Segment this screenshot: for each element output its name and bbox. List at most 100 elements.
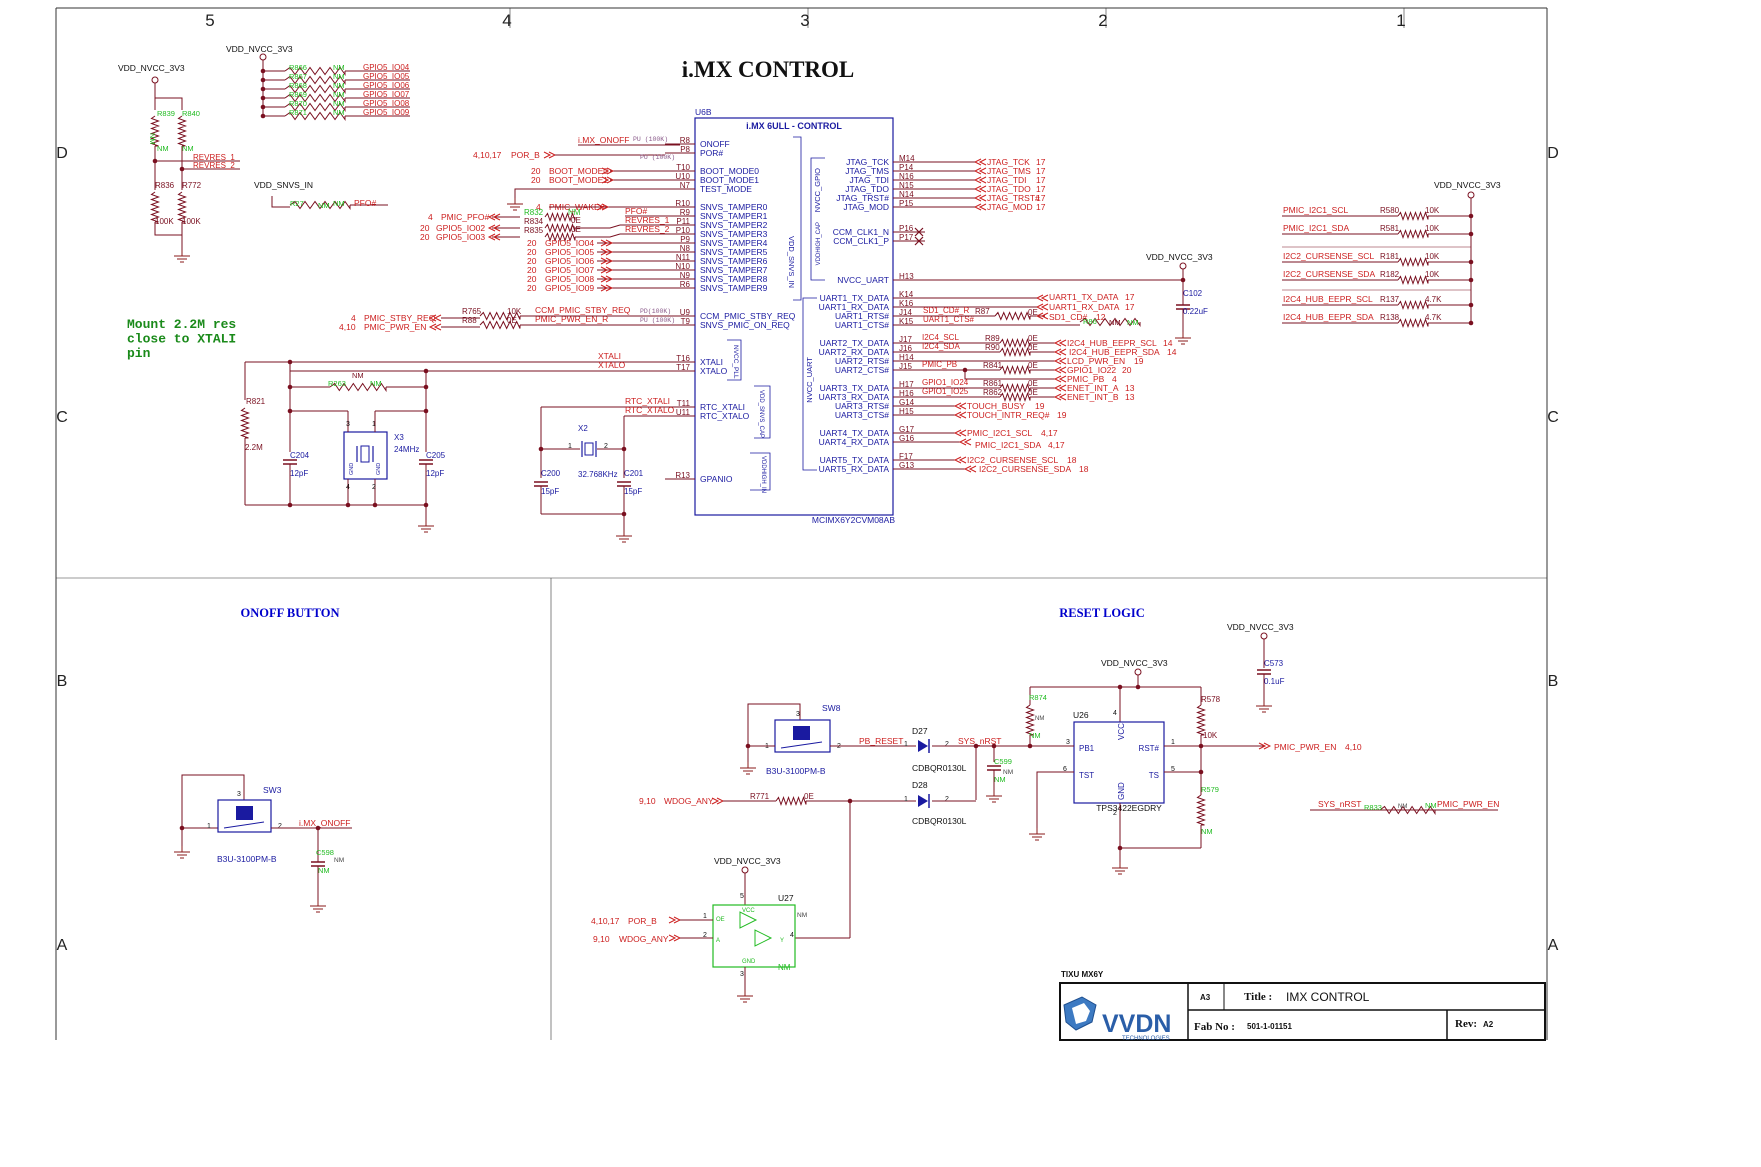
net-arrow-icon: [1058, 348, 1067, 356]
gpio-nm-resistor: [284, 75, 346, 86]
junction-dot: [423, 368, 429, 374]
net-label: JTAG_TDO: [987, 184, 1031, 194]
net-arrow-icon: [600, 248, 609, 256]
ic-pin-number: H16: [899, 389, 914, 398]
net-arrow-icon: [1053, 348, 1062, 356]
resistor-value: 100K: [155, 217, 174, 226]
diode-part: CDBQR0130L: [912, 763, 967, 773]
page-ref: 17: [1036, 184, 1046, 194]
ic-pin-number: U9: [680, 308, 691, 317]
resistor-ref: R869: [289, 90, 307, 99]
ic-pin-name: SNVS_TAMPER5: [700, 247, 768, 257]
resistor-ref: R182: [1380, 270, 1400, 279]
capacitor-ref: C599: [994, 757, 1012, 766]
ic-inner-label: NVCC_UART: [805, 357, 814, 403]
net-arrow-icon: [428, 314, 437, 322]
net-arrow-icon: [601, 203, 610, 211]
page-ref: 17: [1036, 166, 1046, 176]
resistor-value: NM: [333, 108, 345, 117]
net-arrow-icon: [605, 239, 614, 247]
frame-row-label: B: [57, 673, 68, 690]
ic-pin-name: OE: [716, 917, 725, 923]
power-port-ring: [741, 866, 749, 874]
ground-symbol: [1029, 828, 1045, 841]
net-label: POR_B: [511, 150, 540, 160]
ic-pin-number: G14: [899, 398, 915, 407]
junction-dot: [260, 68, 266, 74]
ic-pin-number: F17: [899, 452, 913, 461]
page-ref: 4,17: [1048, 440, 1065, 450]
resistor-ref: R833: [1364, 803, 1382, 812]
ic-pin-name: UART5_TX_DATA: [820, 455, 890, 465]
net-label: PMIC_I2C1_SCL: [967, 428, 1032, 438]
pin-number: 3: [346, 421, 350, 428]
net-arrow-icon: [605, 266, 614, 274]
ground-symbol: [1112, 862, 1128, 875]
frame-row-label: C: [56, 409, 68, 426]
wire: [925, 269, 1184, 281]
ic-pin-name: UART2_TX_DATA: [820, 338, 890, 348]
net-arrow-icon: [487, 224, 496, 232]
resistor-ref: R86: [1083, 317, 1097, 326]
pin-number: 1: [904, 796, 908, 803]
page-ref: 14: [1167, 347, 1177, 357]
ic-pin-name: PB1: [1079, 744, 1095, 753]
net-label: REVRES_1: [193, 153, 235, 162]
pin-number: 5: [1171, 766, 1175, 773]
page-ref: 17: [1036, 193, 1046, 203]
ic-pin-number: T9: [681, 317, 691, 326]
resistor-ref: R765: [462, 307, 482, 316]
u27-ic-body: [712, 904, 796, 968]
ic-pin-name: JTAG_MOD: [843, 202, 889, 212]
resistor-value: 0E: [507, 316, 517, 325]
net-arrow-icon: [1058, 375, 1067, 383]
junction-dot: [345, 502, 351, 508]
pin-label: GND: [376, 463, 382, 475]
ic-pin-number: G17: [899, 425, 915, 434]
pin-number: 5: [740, 893, 744, 900]
net-arrow-icon: [668, 916, 677, 924]
ic-pin-number: R10: [675, 199, 690, 208]
net-label: PFO#: [625, 206, 647, 216]
ic-pin-number: G13: [899, 461, 915, 470]
design-note: pin: [127, 346, 151, 361]
resistor-ref: R866: [289, 63, 307, 72]
net-arrow-icon: [1058, 393, 1067, 401]
ic-pin-name: UART2_RTS#: [835, 356, 889, 366]
resistor-ref: R27: [290, 199, 304, 208]
net-label: UART1_RX_DATA: [1049, 302, 1120, 312]
net-arrow-icon: [958, 402, 967, 410]
page-ref: 20: [527, 283, 537, 293]
gpio-nm-resistor: [284, 66, 346, 77]
net-arrow-icon: [978, 167, 987, 175]
page-ref: 17: [1125, 302, 1135, 312]
net-arrow-icon: [605, 257, 614, 265]
vvdn-logo: [1063, 996, 1097, 1031]
ic-pin-number: R6: [680, 280, 691, 289]
resistor-value: NM: [352, 371, 364, 380]
junction-dot: [1468, 277, 1474, 283]
ic-pin-name: XTALO: [700, 366, 728, 376]
net-arrow-icon: [600, 284, 609, 292]
page-ref: 20: [420, 223, 430, 233]
r263: [329, 382, 387, 393]
net-arrow-icon: [600, 266, 609, 274]
net-label: i.MX_ONOFF: [299, 818, 350, 828]
page-ref: 4,17: [1041, 428, 1058, 438]
net-label: I2C4_SCL: [922, 333, 959, 342]
page-ref: 19: [1057, 410, 1067, 420]
power-rail-label: VDD_NVCC_3V3: [1434, 180, 1501, 190]
junction-dot: [621, 511, 627, 517]
capacitor-ref: C205: [426, 451, 446, 460]
ic-pin-name: JTAG_TCK: [846, 157, 889, 167]
junction-dot: [1027, 743, 1033, 749]
page-ref: 9,10: [639, 796, 656, 806]
frame-row-label: D: [1547, 145, 1559, 162]
resistor-ref: R861: [983, 379, 1003, 388]
net-label: PMIC_PWR_EN: [1274, 742, 1336, 752]
resistor-ref: R90: [985, 343, 1000, 352]
net-arrow-icon: [668, 934, 677, 942]
net-label: GPIO5_IO06: [363, 81, 410, 90]
crystal-ref: X2: [578, 424, 588, 433]
